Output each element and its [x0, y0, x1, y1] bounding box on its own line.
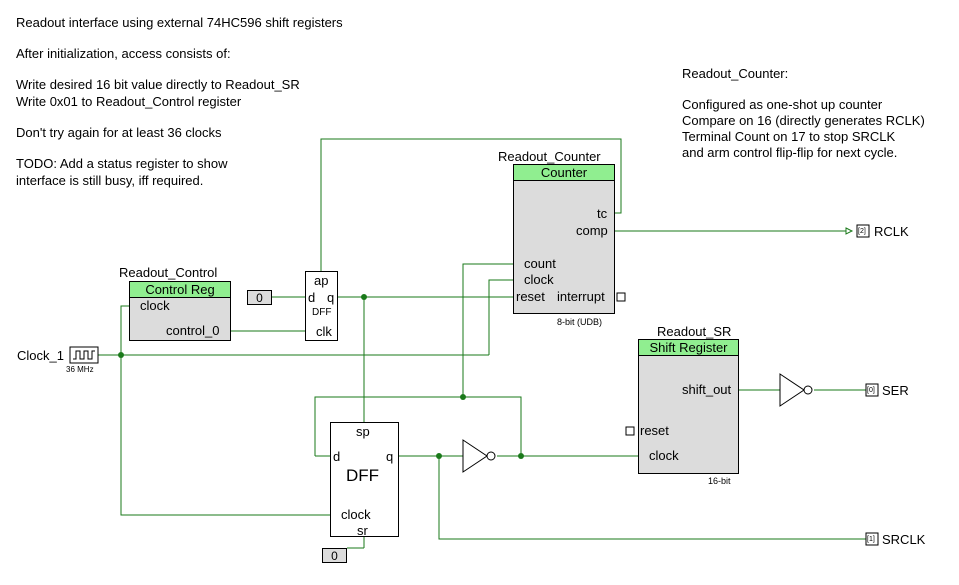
clock-frequency: 36 MHz — [66, 365, 94, 374]
rclk-port-index: [2] — [858, 228, 866, 235]
junction-dot — [436, 453, 442, 459]
counter-footer: 8-bit (UDB) — [557, 317, 603, 327]
constant-zero-dff-large[interactable]: 0 — [322, 548, 347, 563]
control-header[interactable]: Control Reg — [129, 281, 231, 298]
output-rclk[interactable]: RCLK — [874, 224, 909, 239]
note-line-1: Readout interface using external 74HC596… — [16, 15, 343, 30]
ser-port-icon — [865, 383, 879, 397]
shift-reg-pin-shift-out: shift_out — [682, 382, 732, 397]
dff-small-block[interactable] — [305, 271, 338, 341]
output-srclk[interactable]: SRCLK — [882, 532, 926, 547]
dff-large-pin-sr: sr — [357, 523, 368, 538]
srclk-port-index: [1] — [867, 536, 875, 543]
shift-reg-block[interactable] — [638, 355, 739, 474]
note-line-4: Write 0x01 to Readout_Control register — [16, 94, 242, 109]
counter-pin-tc: tc — [597, 206, 608, 221]
output-ser[interactable]: SER — [882, 383, 909, 398]
counter-pin-interrupt: interrupt — [557, 289, 605, 304]
note-line-3: Write desired 16 bit value directly to R… — [16, 77, 300, 92]
note-line-6: TODO: Add a status register to show — [16, 156, 228, 171]
junction-dot — [361, 294, 367, 300]
reset-terminal-icon — [625, 426, 635, 436]
counter-pin-comp: comp — [576, 223, 608, 238]
control-pin-out: control_0 — [166, 323, 220, 338]
shift-reg-instance-name: Readout_SR — [657, 324, 732, 339]
counter-instance-name: Readout_Counter — [498, 149, 601, 164]
note-line-2: After initialization, access consists of… — [16, 46, 231, 61]
junction-dot — [118, 352, 124, 358]
dff-large-label: DFF — [346, 466, 380, 485]
dff-small-label: DFF — [312, 307, 332, 318]
counter-note-line-1: Configured as one-shot up counter — [682, 97, 883, 112]
counter-note-line-4: and arm control flip-flip for next cycle… — [682, 145, 898, 160]
dff-small-pin-d: d — [308, 290, 316, 305]
dff-small-pin-q: q — [327, 290, 335, 305]
counter-header[interactable]: Counter — [513, 164, 615, 181]
counter-note-title: Readout_Counter: — [682, 66, 789, 81]
control-instance-name: Readout_Control — [119, 265, 218, 280]
control-pin-clock: clock — [140, 298, 170, 313]
dff-small-pin-clk: clk — [316, 324, 332, 339]
inverter-ser — [779, 373, 813, 407]
counter-pin-reset: reset — [516, 289, 545, 304]
shift-reg-pin-reset: reset — [640, 423, 669, 438]
counter-block[interactable] — [513, 180, 615, 314]
note-line-5: Don't try again for at least 36 clocks — [16, 125, 222, 140]
rclk-port-icon — [856, 224, 870, 238]
dff-small-pin-ap: ap — [314, 273, 329, 288]
clock-source-icon — [69, 346, 99, 364]
ser-port-index: [0] — [867, 387, 875, 394]
interrupt-terminal-icon — [616, 292, 626, 302]
note-line-7: interface is still busy, iff required. — [16, 173, 204, 188]
srclk-port-icon — [865, 532, 879, 546]
junction-dot — [518, 453, 524, 459]
junction-dot — [460, 394, 466, 400]
dff-large-pin-d: d — [333, 449, 341, 464]
counter-pin-clock: clock — [524, 272, 554, 287]
shift-reg-pin-clock: clock — [649, 448, 679, 463]
control-block[interactable] — [129, 297, 231, 341]
counter-note-line-2: Compare on 16 (directly generates RCLK) — [682, 113, 925, 128]
constant-zero-dff-small[interactable]: 0 — [247, 290, 272, 305]
counter-note-line-3: Terminal Count on 17 to stop SRCLK — [682, 129, 896, 144]
inverter-srclk — [462, 439, 496, 473]
shift-reg-header[interactable]: Shift Register — [638, 339, 739, 356]
dff-large-pin-sp: sp — [356, 424, 370, 439]
counter-pin-count: count — [524, 256, 556, 271]
clock-name: Clock_1 — [17, 348, 64, 363]
dff-large-block[interactable] — [330, 422, 399, 537]
shift-reg-footer: 16-bit — [708, 476, 731, 486]
dff-large-pin-clock: clock — [341, 507, 371, 522]
dff-large-pin-q: q — [386, 449, 394, 464]
